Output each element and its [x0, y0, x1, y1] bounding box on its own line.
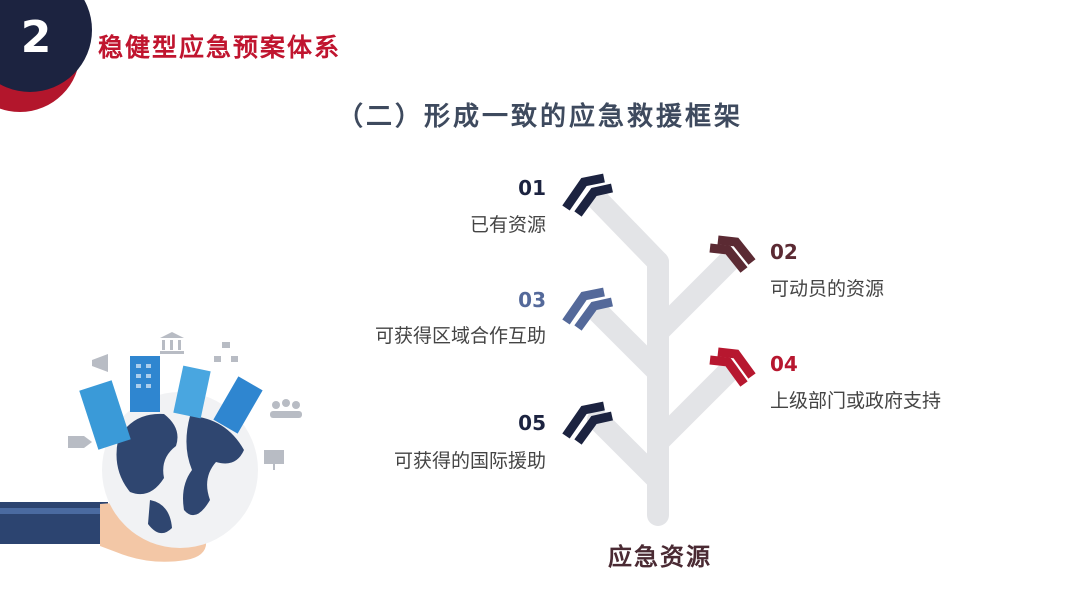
- branch-01-number: 01: [518, 176, 546, 200]
- chevron-04-icon: [709, 347, 756, 387]
- page-subtitle: （二）形成一致的应急救援框架: [336, 102, 743, 132]
- branch-05-number: 05: [518, 411, 546, 435]
- tree-root-label: 应急资源: [608, 543, 712, 571]
- chevron-05-icon: [562, 401, 613, 445]
- bank-icon: [160, 332, 184, 354]
- people-group-icon: [270, 399, 302, 418]
- branch-04-line: [647, 361, 739, 453]
- org-chart-icon: [214, 342, 238, 362]
- chevron-03-icon: [562, 287, 613, 331]
- globe-icon: [102, 392, 258, 548]
- branch-03-line: [587, 301, 669, 383]
- branch-03-label: 可获得区域合作互助: [374, 325, 546, 347]
- branch-02-line: [647, 251, 739, 343]
- city-buildings-icon: [79, 356, 263, 450]
- megaphone-icon: [92, 354, 108, 372]
- branch-02-label: 可动员的资源: [770, 278, 885, 300]
- global-aid-illustration: [0, 332, 302, 562]
- branch-02-number: 02: [770, 240, 798, 264]
- handshake-icon: [68, 436, 92, 448]
- chevron-01-icon: [562, 173, 613, 217]
- section-number: 2: [20, 12, 52, 63]
- branch-04-number: 04: [770, 352, 798, 376]
- section-title: 稳健型应急预案体系: [98, 33, 342, 62]
- branch-05-line: [587, 409, 669, 491]
- branch-03-number: 03: [518, 288, 546, 312]
- chevron-02-icon: [709, 235, 756, 273]
- branch-04-label: 上级部门或政府支持: [770, 390, 942, 412]
- section-badge: [0, 0, 92, 112]
- branch-01-line: [587, 189, 669, 273]
- branch-01-label: 已有资源: [469, 214, 546, 236]
- presentation-icon: [264, 450, 284, 470]
- branch-05-label: 可获得的国际援助: [393, 450, 546, 472]
